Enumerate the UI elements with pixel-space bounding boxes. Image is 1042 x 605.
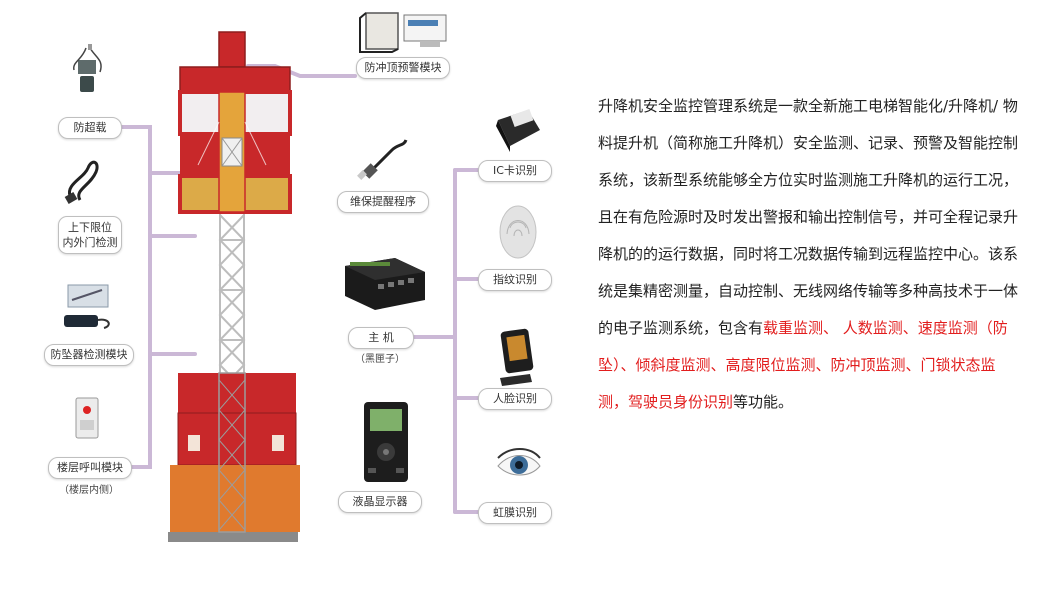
- label-lcd: 液晶显示器: [338, 491, 422, 513]
- fingerprint-reader-icon: [499, 205, 537, 259]
- fall-detector-icon: [64, 284, 110, 329]
- label-anti-roof: 防冲顶预警模块: [356, 57, 450, 79]
- host-box-icon: [345, 258, 425, 310]
- call-button-box-icon: [75, 397, 99, 439]
- mast-top: [218, 31, 246, 68]
- hoist-illustration: [168, 31, 300, 542]
- limit-switch-cable-icon: [64, 160, 99, 204]
- upper-cage: [178, 66, 292, 214]
- label-floor-call-sub: （楼层内侧）: [59, 485, 119, 496]
- label-ic-card: IC卡识别: [478, 160, 552, 182]
- label-door-limit: 上下限位 内外门检测: [58, 216, 122, 254]
- hoist-base-plate: [168, 532, 298, 542]
- eye-icon: [497, 448, 541, 476]
- face-reader-icon: [500, 328, 534, 386]
- description-outro: 等功能。: [733, 393, 794, 411]
- description-intro: 升降机安全监控管理系统是一款全新施工电梯智能化/升降机/ 物料提升机（简称施工升…: [598, 97, 1019, 337]
- label-floor-call: 楼层呼叫模块: [48, 457, 132, 479]
- label-face: 人脸识别: [478, 388, 552, 410]
- load-sensor-icon: [73, 44, 102, 92]
- label-fingerprint: 指纹识别: [478, 269, 552, 291]
- system-description: 升降机安全监控管理系统是一款全新施工电梯智能化/升降机/ 物料提升机（简称施工升…: [598, 88, 1018, 421]
- description-features: 载重监测、 人数监测、速度监测（防坠）、倾斜度监测、高度限位监测、防冲顶监测、门…: [598, 319, 1008, 411]
- label-maintenance: 维保提醒程序: [337, 191, 429, 213]
- label-iris: 虹膜识别: [478, 502, 552, 524]
- label-host-sub: （黑匣子）: [355, 354, 405, 365]
- lower-cage: [170, 372, 300, 533]
- label-anti-overload: 防超载: [58, 117, 122, 139]
- ic-card-reader-icon: [496, 108, 540, 152]
- lcd-display-icon: [364, 402, 408, 482]
- label-anti-fall: 防坠器检测模块: [44, 344, 134, 366]
- label-host: 主 机: [348, 327, 414, 349]
- anti-roof-sensor-icon: [359, 12, 447, 53]
- usb-plug-icon: [357, 139, 408, 180]
